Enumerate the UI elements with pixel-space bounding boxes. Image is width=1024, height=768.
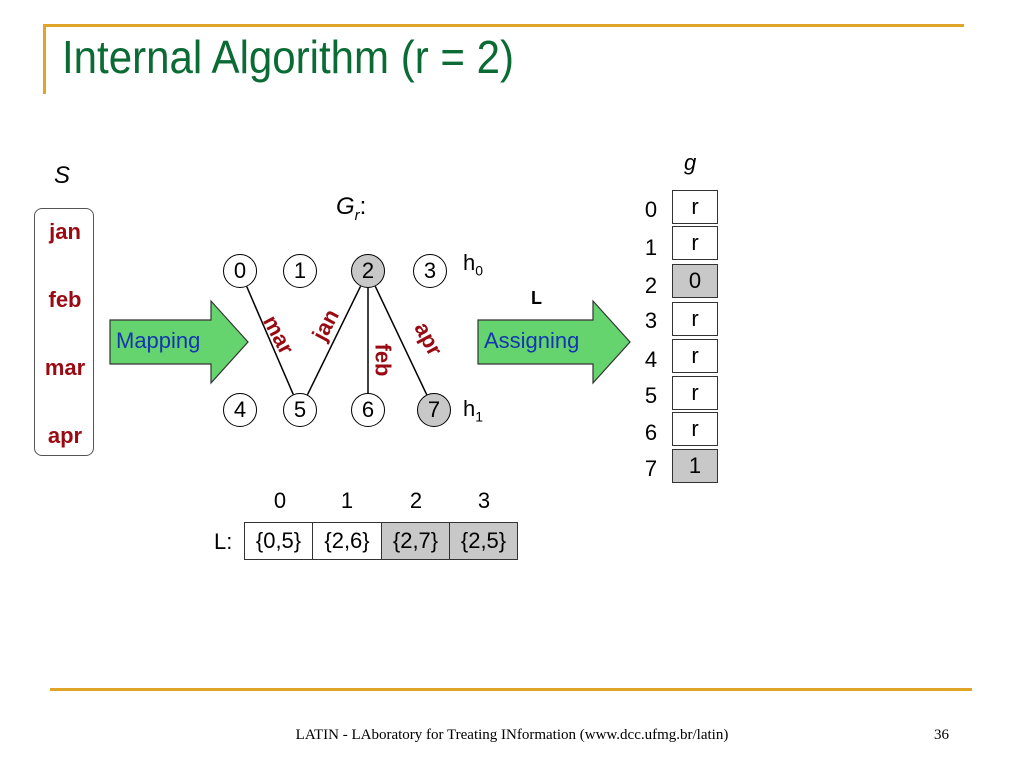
set-item-mar: mar [44, 355, 86, 380]
l-index: 1 [340, 488, 354, 513]
l-index: 3 [477, 488, 491, 513]
g-cell: r [672, 412, 718, 446]
header-left-rule [43, 24, 46, 94]
l-cell-highlighted: {2,7} [381, 522, 450, 560]
g-index: 5 [644, 383, 658, 408]
g-array-label: g [684, 150, 697, 175]
g-index: 4 [644, 347, 658, 372]
graph-node-0: 0 [223, 254, 257, 288]
graph-node-3: 3 [413, 254, 447, 288]
footer-text: LATIN - LAboratory for Treating INformat… [295, 727, 729, 743]
l-index: 2 [409, 488, 423, 513]
assigning-top-label: L [531, 288, 542, 308]
g-cell: r [672, 302, 718, 336]
graph-edge-apr [374, 286, 428, 395]
l-index: 0 [273, 488, 287, 513]
set-item-apr: apr [47, 423, 83, 448]
edge-label-feb: feb [370, 343, 396, 377]
graph-edge-jan [306, 285, 362, 396]
graph-node-5: 5 [283, 393, 317, 427]
g-cell: r [672, 339, 718, 373]
graph-label: Gr: [336, 193, 367, 224]
header-rule [43, 24, 964, 27]
mapping-label: Mapping [116, 328, 201, 353]
h0-label: h0 [463, 250, 484, 279]
set-item-feb: feb [48, 287, 82, 312]
l-cell: {0,5} [244, 522, 313, 560]
assigning-arrow [477, 299, 631, 385]
graph-edges [246, 285, 428, 396]
g-cell-highlighted: 1 [672, 449, 718, 483]
g-index: 7 [644, 456, 658, 481]
slide-title: Internal Algorithm (r = 2) [62, 31, 514, 83]
l-cell-highlighted: {2,5} [449, 522, 518, 560]
g-cell: r [672, 226, 718, 260]
g-cell: r [672, 190, 718, 224]
g-cell-highlighted: 0 [672, 264, 718, 298]
mapping-arrow [109, 299, 249, 385]
set-item-jan: jan [49, 219, 81, 244]
footer-rule [50, 688, 972, 691]
g-index: 3 [644, 308, 658, 333]
graph-node-4: 4 [223, 393, 257, 427]
graph-node-7: 7 [417, 393, 451, 427]
g-index: 6 [644, 420, 658, 445]
g-index: 0 [644, 197, 658, 222]
l-cell: {2,6} [312, 522, 382, 560]
g-index: 1 [644, 235, 658, 260]
assigning-label: Assigning [484, 328, 580, 353]
l-list-label: L: [214, 529, 233, 554]
h1-label: h1 [463, 396, 484, 425]
set-s-box: jan feb mar apr [34, 208, 94, 456]
page-number: 36 [934, 727, 949, 743]
graph-node-1: 1 [283, 254, 317, 288]
g-index: 2 [644, 273, 658, 298]
graph-node-6: 6 [351, 393, 385, 427]
graph-node-2: 2 [351, 254, 385, 288]
g-cell: r [672, 376, 718, 410]
set-s-label: S [54, 162, 71, 189]
graph-edge-mar [246, 286, 294, 395]
